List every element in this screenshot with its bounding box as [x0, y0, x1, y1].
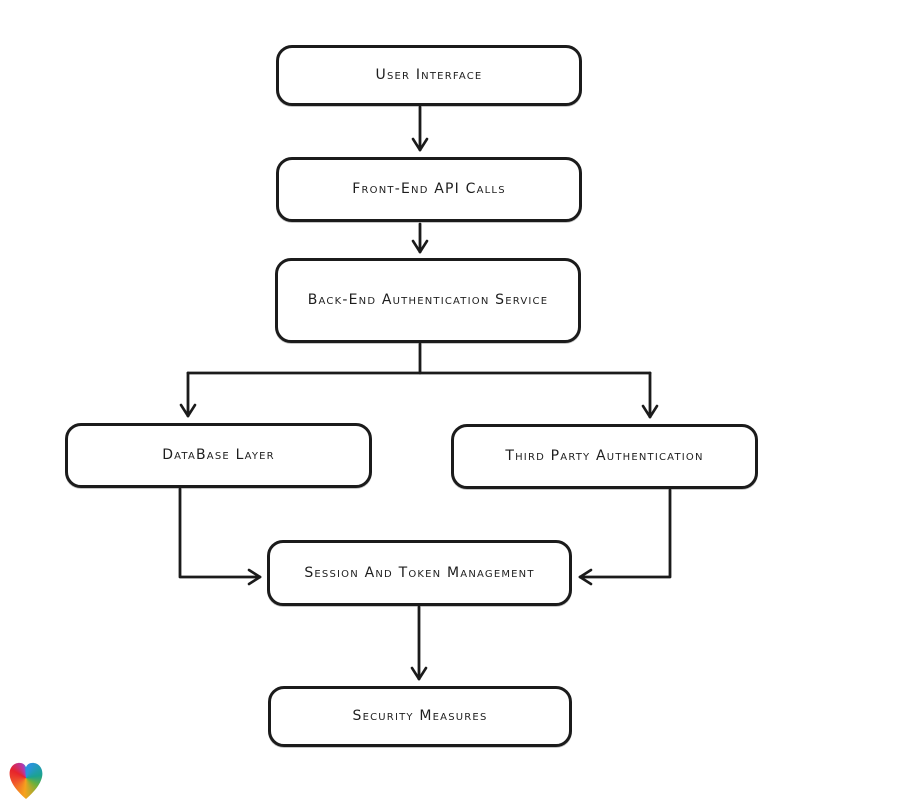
- heart-gradient-logo-icon[interactable]: [9, 762, 43, 800]
- node-third-party-authentication: Third Party Authentication: [451, 424, 758, 489]
- node-label: Security Measures: [352, 708, 488, 725]
- edge-database-to-session: [178, 487, 262, 586]
- node-security-measures: Security Measures: [268, 686, 572, 747]
- node-back-end-authentication-service: Back-End Authentication Service: [275, 258, 581, 343]
- node-session-and-token-management: Session And Token Management: [267, 540, 572, 606]
- node-label: Front-End API Calls: [352, 181, 506, 198]
- node-label: Back-End Authentication Service: [307, 292, 549, 309]
- node-user-interface: User Interface: [276, 45, 582, 106]
- node-database-layer: DataBase Layer: [65, 423, 372, 488]
- edge-thirdparty-to-session: [578, 488, 672, 586]
- node-label: DataBase Layer: [162, 447, 275, 464]
- node-label: Session And Token Management: [304, 564, 535, 581]
- node-label: User Interface: [375, 67, 483, 84]
- node-front-end-api-calls: Front-End API Calls: [276, 157, 582, 222]
- node-label: Third Party Authentication: [505, 448, 704, 465]
